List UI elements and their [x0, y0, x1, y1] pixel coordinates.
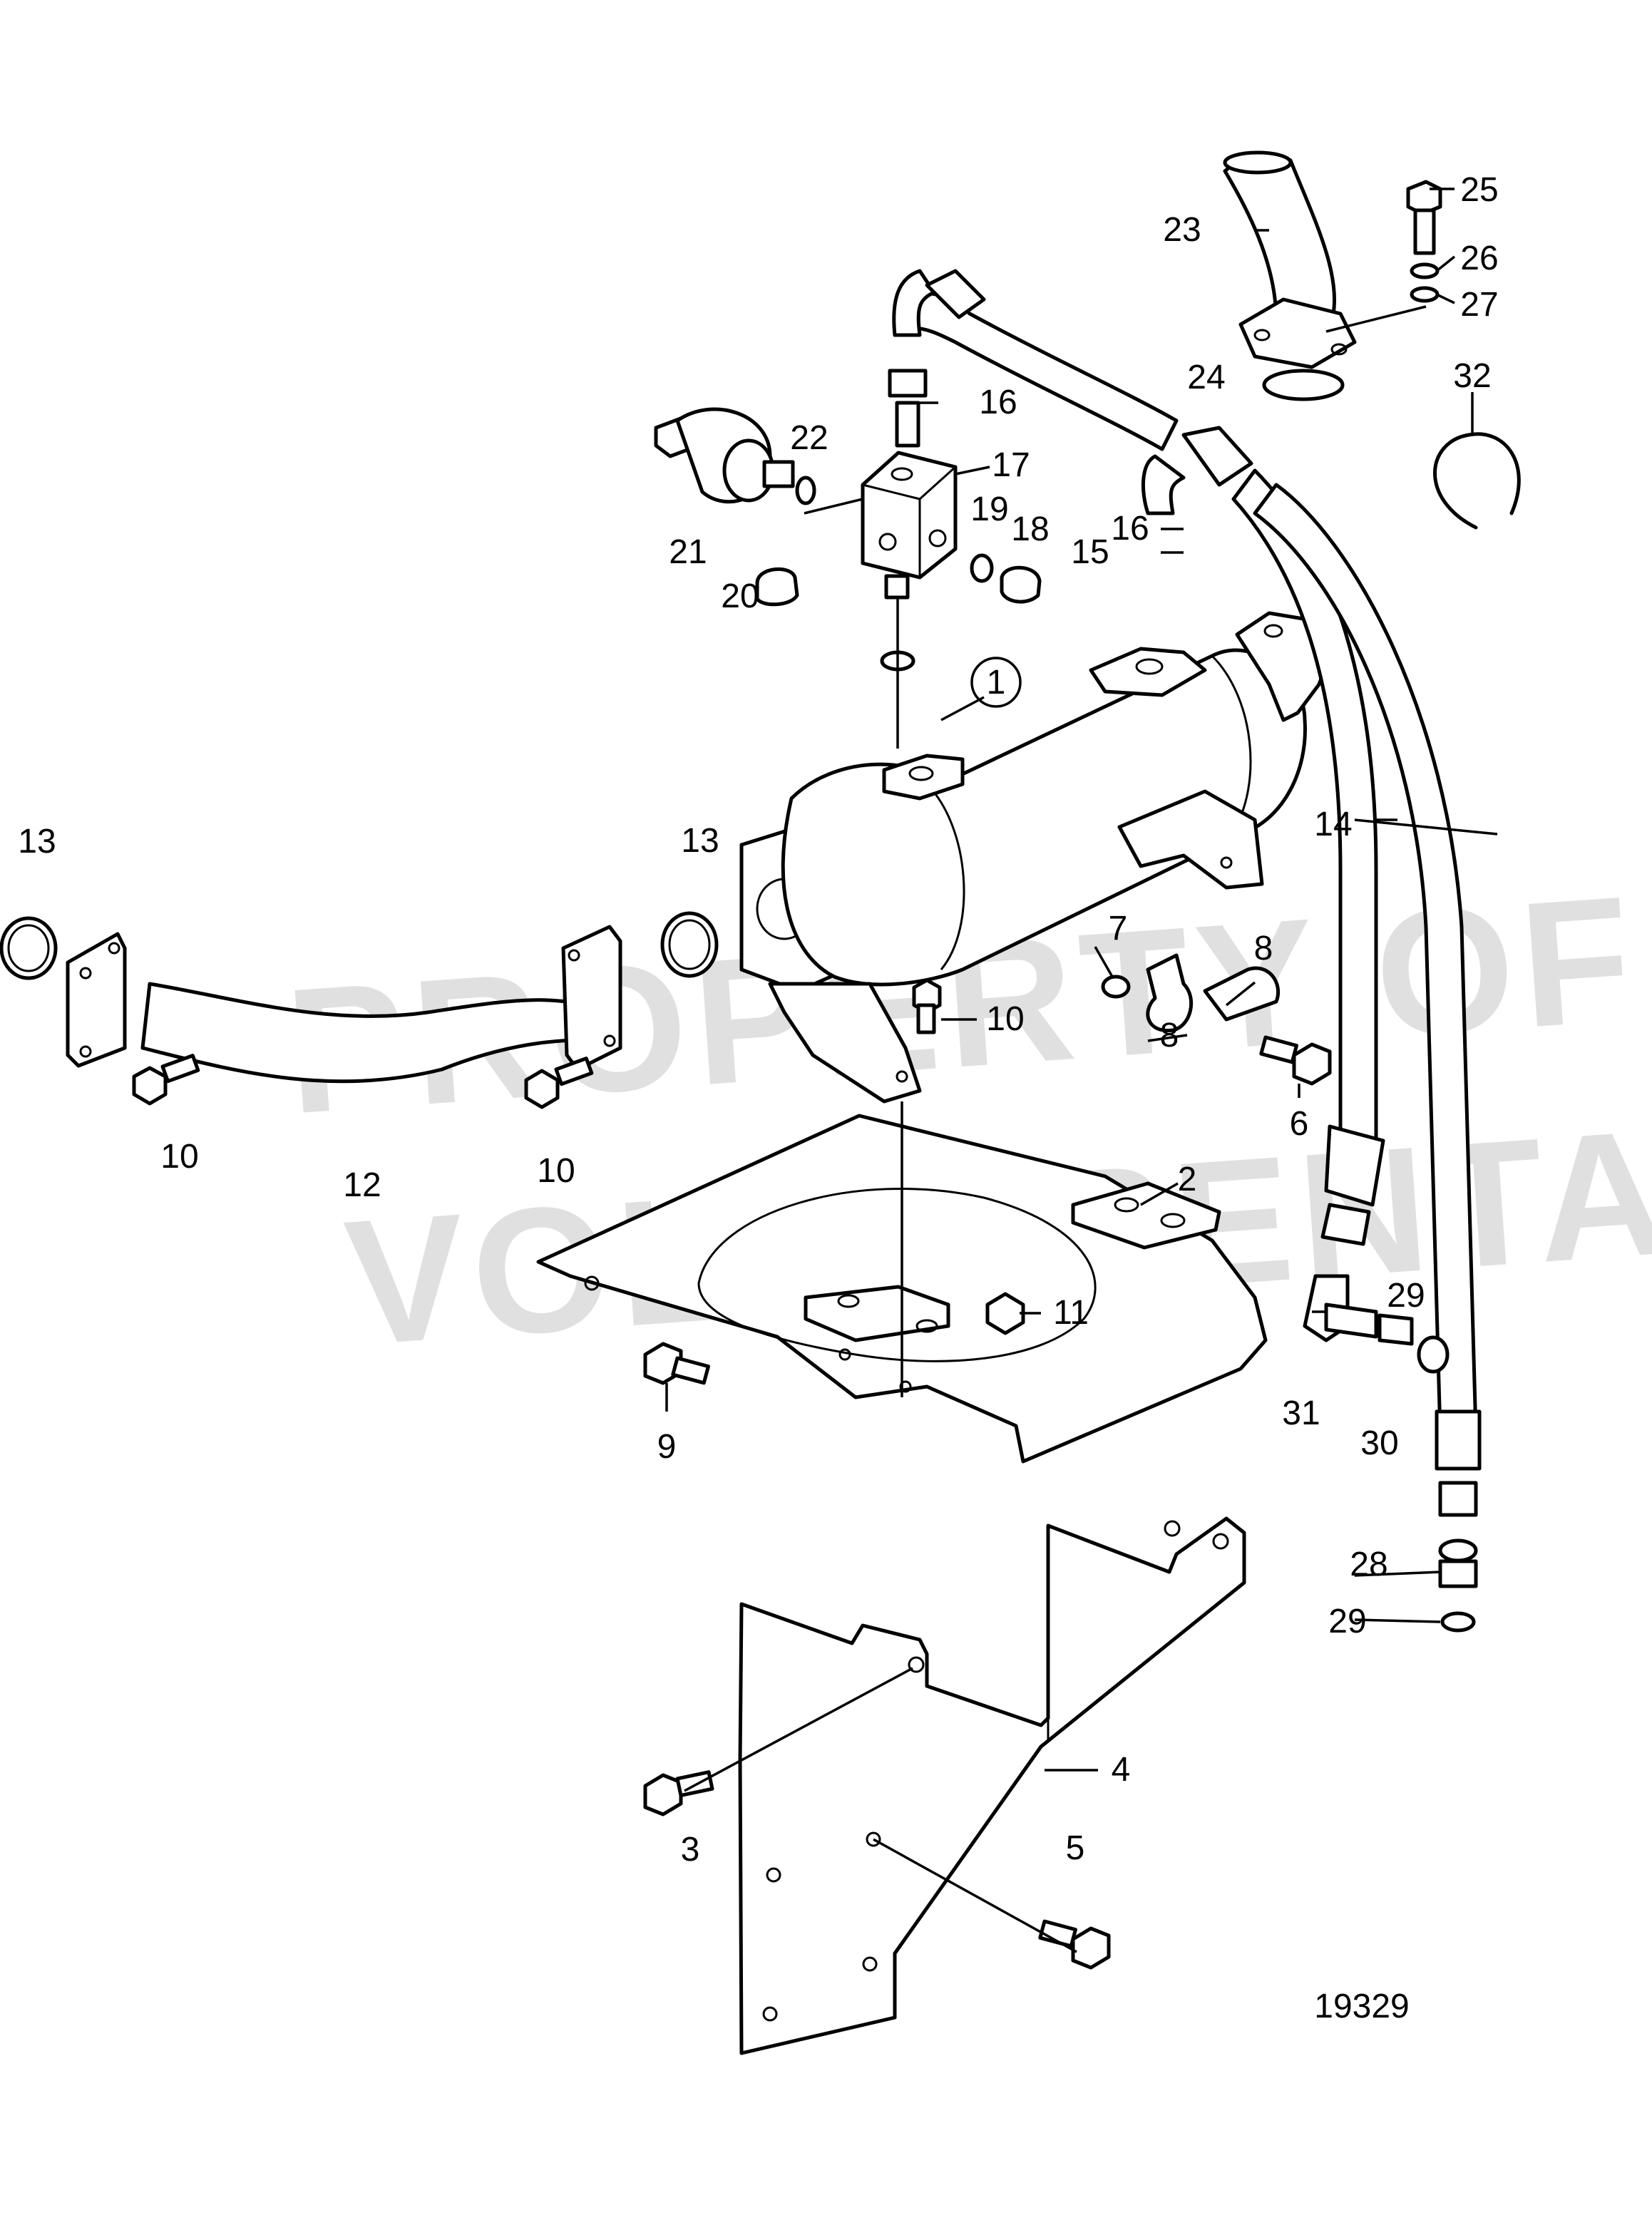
callout-labels: 1 2 3 4 5 6 7 8 8 9 10 10 10 11 12 13 13… — [18, 171, 1498, 1869]
part-32-clip — [1433, 432, 1521, 530]
part-19-washer — [970, 553, 994, 583]
callout-18: 18 — [1011, 510, 1049, 548]
part-1-heat-exchanger — [739, 611, 1335, 1104]
callout-29b: 29 — [1387, 1277, 1425, 1315]
callout-26: 26 — [1460, 240, 1498, 277]
callout-12: 12 — [343, 1166, 381, 1204]
callout-8b: 8 — [1160, 1017, 1179, 1054]
elbow-fittings — [1303, 1274, 1450, 1374]
callout-10c: 10 — [537, 1152, 575, 1190]
part-17-valve-block — [861, 369, 958, 672]
part-23-elbow-pipe — [1223, 150, 1357, 401]
callout-2: 2 — [1178, 1161, 1197, 1198]
part-7-nut — [1101, 975, 1131, 999]
part-22-washer — [795, 476, 816, 505]
callout-21: 21 — [669, 533, 707, 571]
callout-9: 9 — [657, 1428, 677, 1466]
callout-20: 20 — [721, 577, 759, 615]
callout-23: 23 — [1163, 211, 1201, 249]
callout-15: 15 — [1071, 533, 1109, 571]
callout-14: 14 — [1314, 806, 1352, 843]
leader-lines — [665, 187, 1498, 1953]
callout-27: 27 — [1460, 286, 1498, 324]
part-29-washer — [1417, 1335, 1450, 1374]
callout-4: 4 — [1112, 1751, 1131, 1789]
callout-16a: 16 — [979, 384, 1017, 421]
bolt-stack — [1406, 180, 1442, 303]
callout-13b: 13 — [681, 822, 719, 860]
callout-6: 6 — [1290, 1105, 1309, 1143]
callout-8a: 8 — [1254, 930, 1273, 967]
part-30-union — [1377, 1313, 1414, 1346]
part-10-bolt-c — [524, 1069, 560, 1109]
callout-3: 3 — [681, 1831, 700, 1869]
figure-id: 19329 — [1314, 1988, 1409, 2025]
callout-1-circle — [970, 657, 1022, 708]
part-24-gasket — [1262, 369, 1345, 401]
callout-5: 5 — [1066, 1829, 1085, 1867]
part-4-lower-bracket — [738, 1516, 1246, 2055]
callout-24: 24 — [1187, 359, 1225, 396]
part-26-washer — [1410, 262, 1440, 279]
callout-10b: 10 — [160, 1138, 198, 1176]
bolts — [132, 978, 1332, 1970]
callout-25: 25 — [1460, 171, 1498, 209]
part-21-pressure-sensor — [654, 407, 795, 504]
part-27-washer — [1410, 286, 1440, 303]
part-6-bolt — [1292, 1042, 1332, 1086]
part-14-hoses — [892, 269, 1482, 1633]
callout-30: 30 — [1360, 1424, 1398, 1462]
callout-19: 19 — [970, 490, 1008, 528]
part-18-plug — [1000, 565, 1042, 604]
part-11-nut — [985, 1292, 1025, 1335]
callout-7: 7 — [1109, 910, 1128, 947]
callout-31: 31 — [1282, 1394, 1320, 1432]
part-28-fitting — [1438, 1538, 1478, 1563]
callout-28: 28 — [1350, 1546, 1387, 1583]
part-10-bolt-b — [132, 1066, 168, 1106]
callout-32: 32 — [1453, 357, 1491, 395]
part-5-bolt — [1071, 1926, 1111, 1970]
small-fittings — [755, 476, 1042, 607]
callout-22: 22 — [790, 419, 828, 457]
callout-17: 17 — [992, 446, 1030, 484]
part-3-bolt — [643, 1773, 683, 1816]
callout-16b: 16 — [1111, 510, 1149, 548]
part-20-plug — [755, 567, 799, 607]
callout-13a: 13 — [18, 823, 56, 860]
callout-29a: 29 — [1328, 1603, 1366, 1640]
callout-11: 11 — [1053, 1294, 1089, 1332]
callout-10a: 10 — [986, 1000, 1024, 1038]
callout-1: 1 — [987, 664, 1006, 702]
part-8-clamp — [1146, 953, 1194, 1032]
part-12-exhaust-pipe — [0, 911, 719, 1084]
